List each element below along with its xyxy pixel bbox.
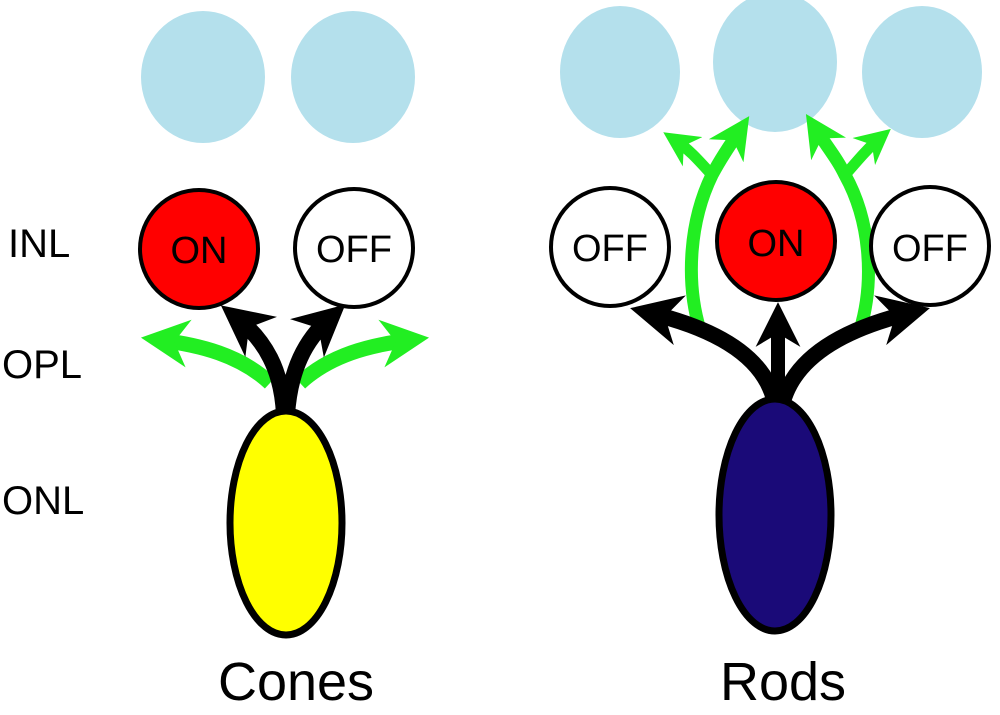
lateral-arrow [294, 319, 430, 389]
on-bipolar-cell [138, 188, 260, 310]
lateral-arrow [840, 128, 891, 179]
off-bipolar-cell [549, 186, 671, 308]
on-bipolar-label: ON [171, 230, 228, 272]
cones-title: Cones [218, 652, 374, 712]
on-bipolar-label: ON [748, 223, 805, 265]
off-bipolar-cell [293, 187, 415, 309]
cone-photoreceptor [226, 407, 346, 639]
rods-panel: OFF ON OFF Rods [549, 0, 991, 712]
off-bipolar-cell [869, 185, 991, 307]
ganglion-cell [560, 6, 680, 138]
synapse-arrow [773, 295, 930, 412]
rods-title: Rods [720, 652, 846, 712]
rod-photoreceptor [715, 395, 835, 635]
ganglion-cell [713, 0, 837, 132]
synapse-arrow [630, 295, 784, 412]
off-bipolar-label: OFF [892, 228, 968, 270]
ganglion-cell [862, 6, 982, 138]
on-bipolar-cell [715, 180, 837, 302]
layer-label-opl: OPL [2, 343, 82, 387]
off-bipolar-label: OFF [316, 229, 392, 271]
off-bipolar-label: OFF [572, 228, 648, 270]
ganglion-cell [291, 11, 415, 143]
cones-panel: ON OFF Cones [138, 11, 430, 712]
lateral-arrow [140, 319, 276, 389]
synapse-arrow [279, 304, 346, 416]
ganglion-cell [141, 11, 265, 143]
layer-label-onl: ONL [2, 479, 84, 523]
lateral-arrow [663, 132, 717, 179]
lateral-arrow [684, 116, 750, 332]
lateral-arrow [805, 114, 875, 332]
layer-label-inl: INL [8, 222, 70, 266]
